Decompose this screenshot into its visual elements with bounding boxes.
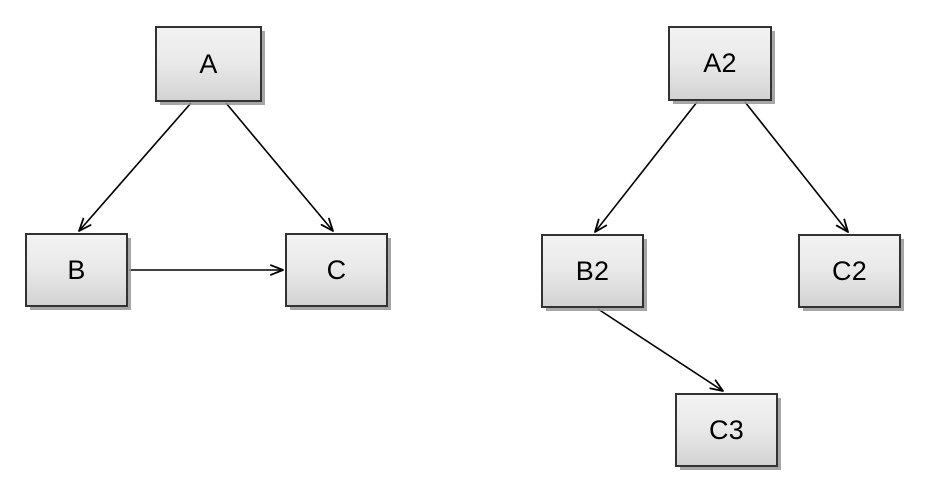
arrowhead-A2-B2: [594, 218, 608, 233]
node-b[interactable]: B: [25, 233, 128, 307]
node-label-c2: C2: [832, 255, 867, 286]
edge-a-to-c[interactable]: [225, 102, 334, 232]
edge-b2-to-c3[interactable]: [597, 308, 724, 392]
node-label-c: C: [326, 254, 347, 285]
node-label-a: A: [199, 48, 218, 79]
edge-a2-to-c2[interactable]: [744, 101, 849, 233]
arrowhead-B-C: [270, 264, 284, 276]
node-a2[interactable]: A2: [668, 26, 772, 101]
node-label-c3: C3: [709, 414, 744, 445]
node-label-b2: B2: [575, 255, 610, 286]
arrowhead-A-B: [78, 217, 92, 232]
arrowhead-A-C: [320, 217, 334, 232]
node-a[interactable]: A: [155, 26, 262, 102]
node-c3[interactable]: C3: [675, 393, 778, 467]
arrowhead-B2-C3: [709, 379, 724, 392]
edge-a-to-b[interactable]: [78, 102, 192, 232]
node-label-a2: A2: [703, 48, 737, 78]
node-label-b: B: [67, 254, 86, 285]
arrowhead-A2-C2: [835, 218, 849, 233]
node-c2[interactable]: C2: [798, 234, 901, 308]
node-c[interactable]: C: [285, 233, 388, 307]
edge-a2-to-b2[interactable]: [594, 101, 698, 233]
node-b2[interactable]: B2: [541, 234, 644, 308]
